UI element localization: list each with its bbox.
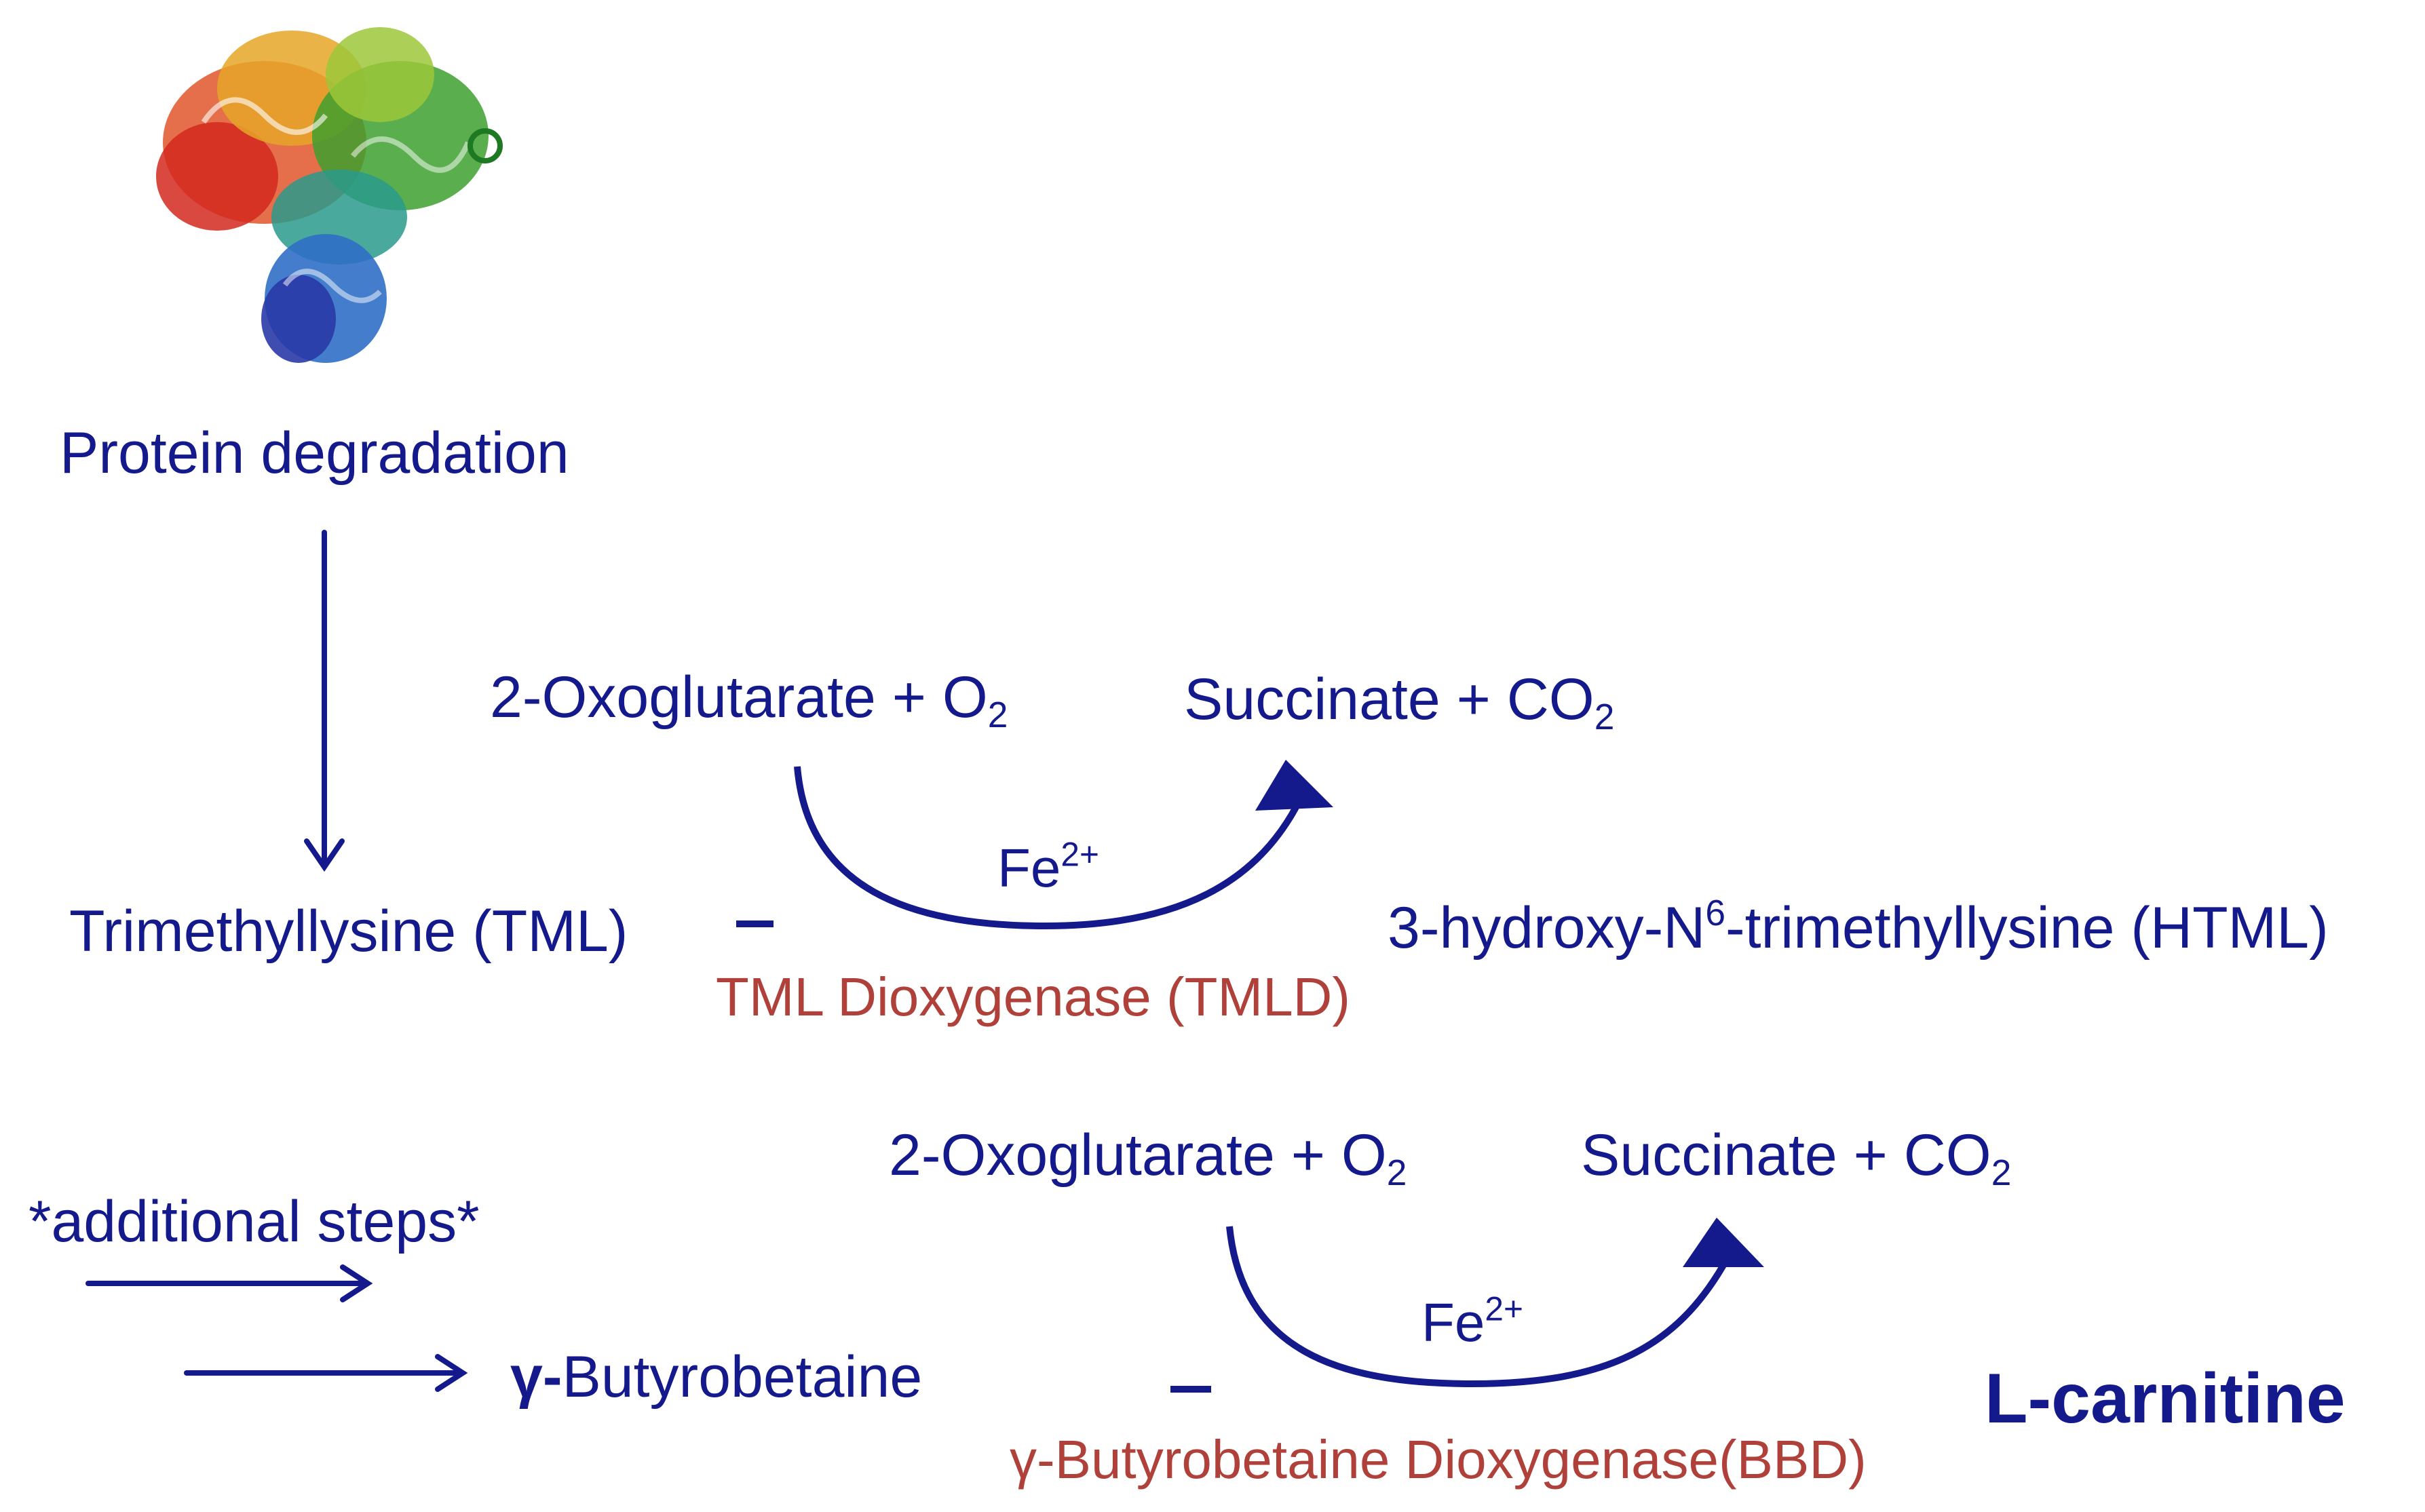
bbd-enzyme-label: γ-Butyrobetaine Dioxygenase(BBD) — [1010, 1433, 1867, 1487]
reaction1-product-text: Succinate + CO — [1184, 667, 1595, 732]
tmld-enzyme-text: TML Dioxygenase (TMLD) — [716, 967, 1351, 1027]
reaction1-cofactor: Fe2+ — [997, 837, 1099, 898]
butyrobetaine-text: Butyrobetaine — [562, 1344, 923, 1410]
l-carnitine-text: L-carnitine — [1985, 1359, 2346, 1438]
protein-degradation-label: Protein degradation — [60, 424, 569, 482]
arrow-right-icon-2 — [184, 1354, 468, 1392]
reaction2-substrate-sub: 2 — [1386, 1152, 1407, 1193]
reaction2-substrate-text: 2-Oxoglutarate + O — [889, 1123, 1387, 1188]
protein-degradation-text: Protein degradation — [60, 421, 569, 486]
reaction1-cofactor-text: Fe — [997, 838, 1061, 898]
html-sup: 6 — [1705, 893, 1725, 933]
additional-steps-label: *additional steps* — [28, 1193, 480, 1251]
reaction1-product: Succinate + CO2 — [1184, 667, 1614, 735]
reaction1-substrate: 2-Oxoglutarate + O2 — [490, 668, 1008, 733]
reaction2-cofactor: Fe2+ — [1421, 1292, 1523, 1350]
reaction1-product-sub: 2 — [1594, 697, 1615, 737]
reaction2-product: Succinate + CO2 — [1581, 1126, 2011, 1191]
reaction1-substrate-sub: 2 — [987, 695, 1008, 735]
tml-label: Trimethyllysine (TML) — [69, 902, 628, 961]
reaction2-substrate: 2-Oxoglutarate + O2 — [889, 1126, 1407, 1191]
butyrobetaine-label: γ-Butyrobetaine — [510, 1348, 922, 1406]
l-carnitine-label: L-carnitine — [1985, 1363, 2346, 1434]
reaction2-cofactor-sup: 2+ — [1485, 1290, 1523, 1328]
reaction1-substrate-text: 2-Oxoglutarate + O — [490, 665, 988, 730]
bbd-enzyme-text: γ-Butyrobetaine Dioxygenase(BBD) — [1010, 1429, 1867, 1490]
html-label: 3-hydroxy-N6-trimethyllysine (HTML) — [1388, 895, 2329, 957]
tml-text: Trimethyllysine (TML) — [69, 899, 628, 964]
html-tail-text: -trimethyllysine (HTML) — [1725, 895, 2329, 961]
reaction2-cofactor-text: Fe — [1421, 1292, 1485, 1353]
arrow-right-icon — [85, 1264, 373, 1302]
reaction1-cofactor-sup: 2+ — [1061, 835, 1099, 874]
arrow-down-icon — [304, 530, 345, 872]
reaction2-product-text: Succinate + CO — [1581, 1123, 1991, 1188]
reaction2-product-sub: 2 — [1991, 1152, 2012, 1193]
html-text: 3-hydroxy-N — [1388, 895, 1706, 961]
gamma-prefix: γ- — [510, 1344, 562, 1410]
curved-reaction-arrow-1-icon — [794, 760, 1333, 930]
tmld-enzyme-label: TML Dioxygenase (TMLD) — [716, 970, 1350, 1024]
curved-reaction-arrow-2-icon — [1226, 1218, 1764, 1388]
protein-structure-icon — [156, 27, 503, 363]
additional-steps-text: *additional steps* — [28, 1189, 480, 1254]
